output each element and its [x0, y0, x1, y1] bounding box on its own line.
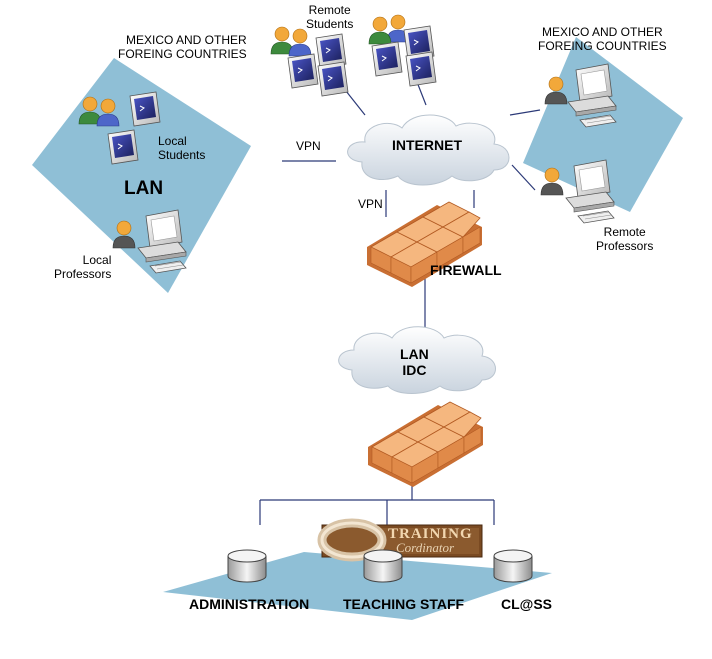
mexico-right-label: MEXICO AND OTHER FOREING COUNTRIES — [538, 25, 667, 53]
vpn-center-label: VPN — [358, 197, 383, 211]
firewall-bottom-icon — [367, 401, 484, 488]
internet-label: INTERNET — [392, 137, 462, 153]
mexico-left-label: MEXICO AND OTHER FOREING COUNTRIES — [118, 33, 247, 61]
logo-training-text: TRAINING — [388, 526, 473, 542]
remote-students-left-group — [270, 26, 349, 97]
internet-cloud — [347, 114, 510, 186]
logo-cordinator-text: Cordinator — [396, 540, 455, 555]
class-db-icon — [493, 549, 533, 583]
administration-label: ADMINISTRATION — [189, 596, 310, 612]
training-coordinator-logo — [317, 518, 483, 562]
remote-professors-label: Remote Professors — [596, 225, 654, 253]
lan-idc-label: LAN IDC — [400, 346, 429, 379]
administration-db-icon — [227, 549, 267, 583]
lan-label: LAN — [124, 178, 164, 199]
lan-idc-cloud — [338, 326, 496, 394]
remote-students-right-group — [368, 14, 437, 87]
local-professors-label: Local Professors — [54, 253, 112, 281]
vpn-left-label: VPN — [296, 139, 321, 153]
local-students-label: Local Students — [158, 134, 206, 162]
class-label: CL@SS — [501, 596, 552, 612]
firewall-label: FIREWALL — [430, 262, 502, 278]
teaching-staff-label: TEACHING STAFF — [343, 596, 465, 612]
remote-students-label: Remote Students — [306, 3, 354, 31]
